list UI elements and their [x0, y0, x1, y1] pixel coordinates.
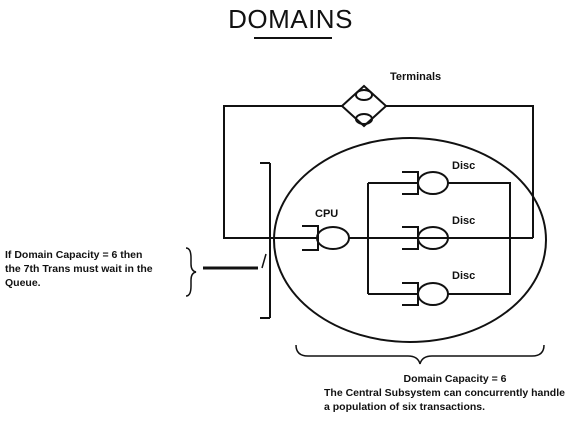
- terminal-oval-top: [355, 89, 373, 101]
- cpu-label: CPU: [315, 208, 339, 220]
- terminals-diamond: [340, 84, 388, 128]
- capacity-line-2: a population of six transactions.: [324, 401, 486, 413]
- capacity-line-1: The Central Subsystem can concurrently h…: [324, 387, 565, 399]
- capacity-note: Domain Capacity = 6 The Central Subsyste…: [324, 372, 576, 414]
- disc-label-bottom: Disc: [452, 270, 476, 282]
- queue-note-line-2: the 7th Trans must wait in the: [5, 263, 153, 275]
- cpu-server: [272, 225, 533, 251]
- disc-label-top: Disc: [452, 160, 476, 172]
- page-title: DOMAINS: [228, 4, 353, 34]
- terminals-node: [340, 84, 388, 128]
- queue-note-line-3: Queue.: [5, 277, 41, 289]
- capacity-curly-brace: [295, 344, 545, 365]
- title-underline: [254, 37, 332, 39]
- domain-boundary-ellipse: [273, 137, 547, 343]
- disc-server-top: [368, 171, 511, 238]
- queue-note: If Domain Capacity = 6 then the 7th Tran…: [5, 248, 153, 290]
- disc-server-middle: [402, 226, 449, 250]
- note-curly-brace: [185, 247, 197, 297]
- disc-server-bottom: [368, 238, 511, 306]
- disc-label-middle: Disc: [452, 215, 476, 227]
- queue-bracket: [260, 162, 271, 319]
- queue-note-line-1: If Domain Capacity = 6 then: [5, 249, 143, 261]
- capacity-heading: Domain Capacity = 6: [403, 373, 507, 385]
- loop-line-right: [386, 105, 534, 238]
- loop-line-left: [223, 105, 342, 239]
- terminals-label: Terminals: [390, 71, 442, 83]
- terminal-oval-bottom: [355, 113, 373, 125]
- queue-arrow: [203, 253, 267, 270]
